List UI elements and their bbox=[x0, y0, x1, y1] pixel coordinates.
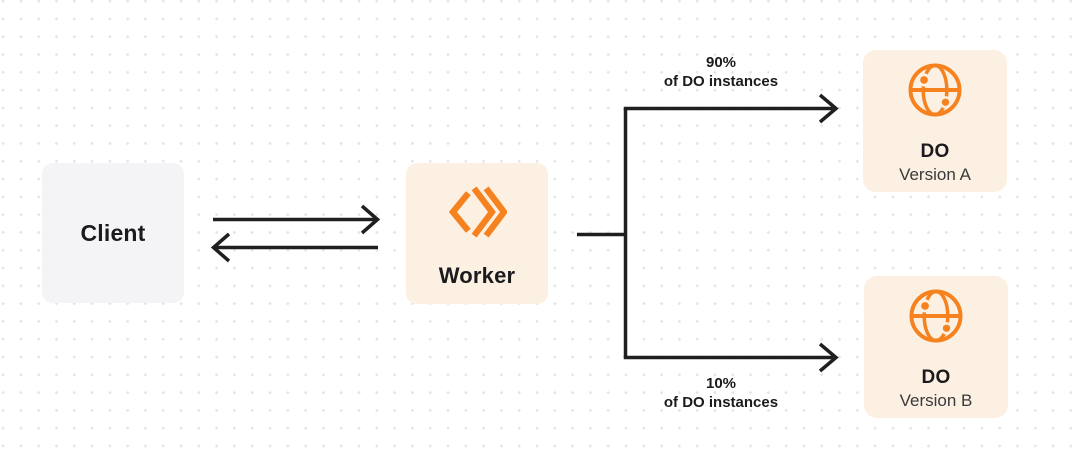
worker-node: Worker bbox=[406, 163, 548, 304]
worker-label: Worker bbox=[438, 263, 516, 288]
globe-icon bbox=[908, 288, 964, 344]
workers-chevrons-icon bbox=[447, 185, 507, 239]
do-a-subtitle: Version A bbox=[899, 165, 971, 184]
globe-icon bbox=[907, 62, 963, 118]
arrow-worker-to-client bbox=[210, 232, 378, 263]
edge-percent: 90% bbox=[705, 54, 737, 71]
edge-percent: 10% bbox=[705, 375, 737, 392]
arrow-branch-to-do-b bbox=[623, 342, 839, 373]
do-b-subtitle: Version B bbox=[899, 391, 973, 410]
edge-label-90: 90% of DO instances bbox=[611, 53, 831, 91]
arrow-branch-to-do-a bbox=[623, 93, 839, 124]
do-b-title: DO bbox=[921, 367, 951, 388]
edge-label-10: 10% of DO instances bbox=[611, 374, 831, 412]
client-label: Client bbox=[80, 219, 146, 246]
do-version-a-node: DO Version A bbox=[863, 50, 1007, 192]
edge-caption: of DO instances bbox=[663, 394, 779, 411]
do-a-title: DO bbox=[920, 141, 950, 162]
edge-caption: of DO instances bbox=[663, 73, 779, 90]
client-node: Client bbox=[42, 163, 184, 303]
do-version-b-node: DO Version B bbox=[864, 276, 1008, 418]
arrow-client-to-worker bbox=[213, 204, 381, 235]
